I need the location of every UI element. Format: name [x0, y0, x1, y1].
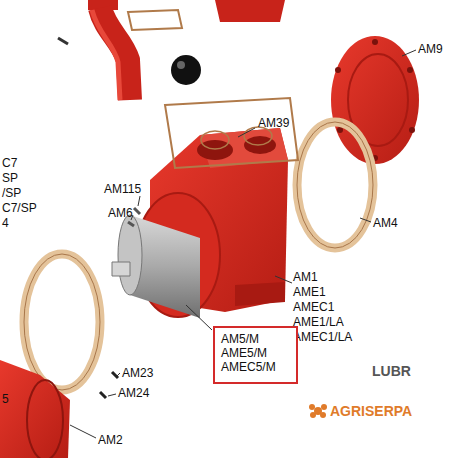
callout-label: AME1/LA [293, 315, 344, 329]
callout-label: C7 [2, 156, 17, 170]
cover-bolts [335, 39, 415, 161]
rotor-face [118, 215, 142, 295]
ball [171, 55, 201, 85]
logo-mark [309, 404, 327, 418]
elbow-highlight [92, 10, 120, 100]
callout-label: SP [2, 171, 18, 185]
end-cover [331, 36, 419, 164]
screw [100, 392, 106, 398]
leader-line [70, 425, 96, 438]
flange-gasket [128, 10, 182, 30]
leader-line [108, 394, 116, 396]
housing-rim [27, 380, 63, 458]
part-number: AM5/M AME5/M AMEC5/M [221, 332, 276, 374]
leader-line [117, 373, 120, 376]
callout-label: AM115 [104, 182, 141, 196]
callout-label: AME1 [293, 285, 326, 299]
callout-label: /SP [2, 186, 21, 200]
screw [58, 38, 68, 44]
leader-line [238, 128, 255, 137]
part-callout-box: AM5/M AME5/M AMEC5/M [213, 326, 298, 384]
gasket-hole [201, 131, 229, 149]
foot [235, 282, 285, 306]
callout-label: AM9 [418, 42, 443, 56]
screw [134, 208, 140, 214]
screw [112, 372, 118, 378]
ball-shine [177, 61, 185, 69]
ring-gasket-edge [297, 122, 373, 248]
leader-line [275, 276, 292, 283]
callout-label: AMEC1/LA [293, 330, 352, 344]
shaft [112, 262, 130, 276]
callout-label: AM23 [122, 366, 153, 380]
callout-label: AMEC1 [293, 300, 334, 314]
callout-label: C7/SP [2, 201, 37, 215]
callout-label: LUBR [372, 364, 411, 378]
ring-gasket-edge [24, 254, 100, 390]
leader-line [186, 305, 212, 330]
callout-label: AM1 [293, 270, 318, 284]
leader-line [360, 218, 371, 222]
callout-label: AGRISERPA [330, 404, 412, 418]
ring-gasket [297, 122, 373, 248]
callout-label: AM4 [373, 216, 398, 230]
callout-label: 5 [2, 392, 9, 406]
leader-line [138, 196, 140, 206]
screw [128, 222, 134, 226]
callout-label: AM2 [98, 433, 123, 447]
callout-label: AM24 [118, 386, 149, 400]
callout-label: 4 [2, 216, 9, 230]
callout-label: AM6 [108, 206, 133, 220]
leader-line [402, 50, 416, 56]
ring-gasket [24, 254, 100, 390]
top-gasket [165, 98, 298, 168]
callout-label: AM39 [258, 116, 289, 130]
top-part [215, 0, 285, 22]
